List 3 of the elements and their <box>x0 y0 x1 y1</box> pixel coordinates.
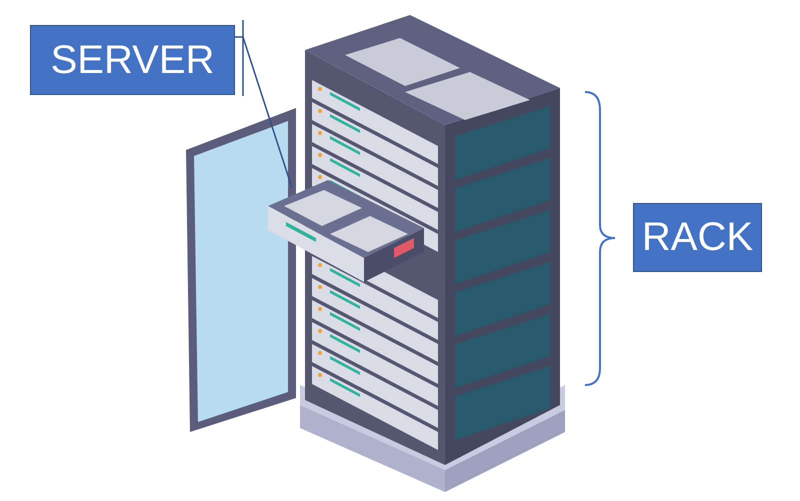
callout-label: SERVER <box>30 25 235 95</box>
callout-label: RACK <box>633 203 762 272</box>
leader-line <box>235 36 293 188</box>
